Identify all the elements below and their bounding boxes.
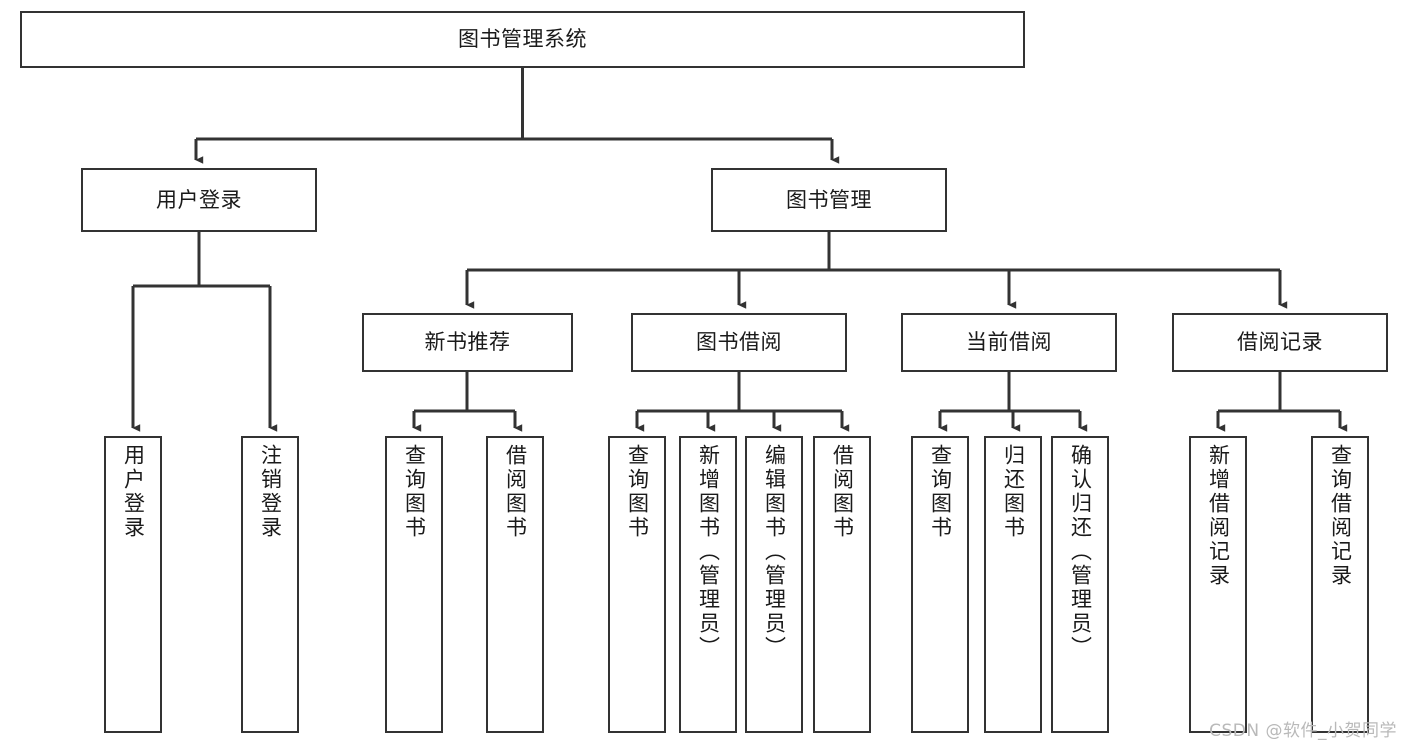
node-leaf-add-borrow-record-label: 新增借阅记录 [1206, 444, 1231, 588]
node-leaf-return-book[interactable]: 归还图书 [984, 436, 1042, 733]
node-leaf-query-borrow-record[interactable]: 查询借阅记录 [1311, 436, 1369, 733]
node-leaf-borrow-book-recommend-label: 借阅图书 [503, 444, 528, 540]
node-leaf-query-borrow-record-label: 查询借阅记录 [1328, 444, 1353, 588]
csdn-watermark: CSDN @软件_小贺同学 [1209, 721, 1397, 741]
node-leaf-logout[interactable]: 注销登录 [241, 436, 299, 733]
node-book-borrow-label: 图书借阅 [696, 330, 782, 355]
node-leaf-borrow-book-recommend[interactable]: 借阅图书 [486, 436, 544, 733]
node-root-label: 图书管理系统 [458, 27, 587, 52]
node-leaf-query-book-current-label: 查询图书 [928, 444, 953, 540]
node-leaf-return-book-label: 归还图书 [1001, 444, 1026, 540]
node-leaf-confirm-return-admin[interactable]: 确认归还（管理员） [1051, 436, 1109, 733]
node-leaf-query-book-current[interactable]: 查询图书 [911, 436, 969, 733]
node-leaf-query-book-borrow[interactable]: 查询图书 [608, 436, 666, 733]
node-book-management[interactable]: 图书管理 [711, 168, 947, 232]
node-root[interactable]: 图书管理系统 [20, 11, 1025, 68]
node-leaf-add-borrow-record[interactable]: 新增借阅记录 [1189, 436, 1247, 733]
node-leaf-query-book-borrow-label: 查询图书 [625, 444, 650, 540]
node-new-book-recommend[interactable]: 新书推荐 [362, 313, 573, 372]
node-borrow-records[interactable]: 借阅记录 [1172, 313, 1388, 372]
node-new-book-recommend-label: 新书推荐 [424, 330, 511, 355]
node-book-borrow[interactable]: 图书借阅 [631, 313, 847, 372]
node-current-borrow-label: 当前借阅 [966, 330, 1052, 355]
node-leaf-add-book-admin-label: 新增图书（管理员） [696, 444, 721, 660]
node-leaf-query-book-recommend-label: 查询图书 [402, 444, 427, 540]
node-leaf-edit-book-admin-label: 编辑图书（管理员） [762, 444, 787, 660]
node-leaf-user-login-label: 用户登录 [121, 444, 146, 540]
node-leaf-borrow-book-label: 借阅图书 [830, 444, 855, 540]
node-leaf-borrow-book[interactable]: 借阅图书 [813, 436, 871, 733]
node-book-management-label: 图书管理 [786, 187, 872, 212]
node-borrow-records-label: 借阅记录 [1237, 330, 1323, 355]
node-leaf-edit-book-admin[interactable]: 编辑图书（管理员） [745, 436, 803, 733]
node-leaf-logout-label: 注销登录 [258, 444, 283, 540]
node-leaf-query-book-recommend[interactable]: 查询图书 [385, 436, 443, 733]
node-user-login-label: 用户登录 [156, 187, 242, 212]
node-leaf-add-book-admin[interactable]: 新增图书（管理员） [679, 436, 737, 733]
node-current-borrow[interactable]: 当前借阅 [901, 313, 1117, 372]
node-leaf-user-login[interactable]: 用户登录 [104, 436, 162, 733]
node-leaf-confirm-return-admin-label: 确认归还（管理员） [1068, 444, 1093, 660]
node-user-login[interactable]: 用户登录 [81, 168, 317, 232]
